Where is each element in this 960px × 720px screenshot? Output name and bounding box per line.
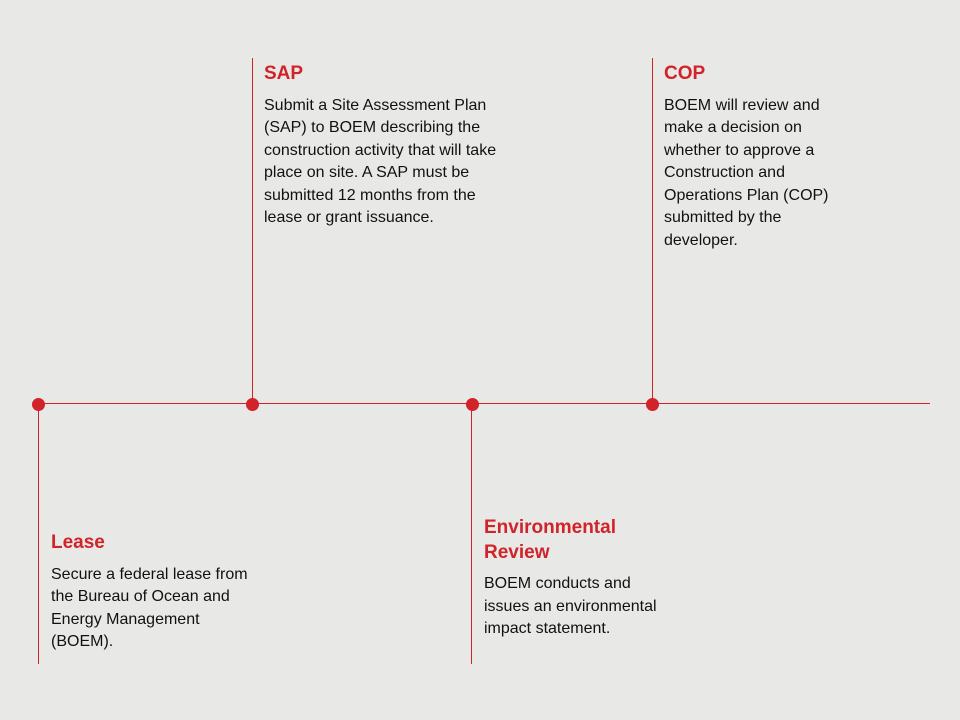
sap-milestone: SAP Submit a Site Assessment Plan (SAP) … <box>264 62 500 230</box>
milestone-description: BOEM conducts and issues an environmenta… <box>484 575 657 638</box>
cop-stem <box>652 58 653 404</box>
environmental-review-marker <box>466 398 479 411</box>
milestone-description: Submit a Site Assessment Plan (SAP) to B… <box>264 96 497 227</box>
timeline-axis <box>38 403 930 404</box>
lease-stem <box>38 404 39 664</box>
milestone-title: SAP <box>264 63 304 84</box>
environmental-review-milestone: Environmental Review BOEM conducts and i… <box>484 516 672 641</box>
environmental-review-stem <box>471 404 472 664</box>
sap-stem <box>252 58 253 404</box>
cop-milestone: COP BOEM will review and make a decision… <box>664 62 854 252</box>
lease-marker <box>32 398 45 411</box>
milestone-title: Environmental Review <box>484 517 616 563</box>
milestone-description: BOEM will review and make a decision on … <box>664 96 829 249</box>
milestone-description: Secure a federal lease from the Bureau o… <box>51 565 248 651</box>
sap-marker <box>246 398 259 411</box>
milestone-title: COP <box>664 63 706 84</box>
cop-marker <box>646 398 659 411</box>
lease-milestone: Lease Secure a federal lease from the Bu… <box>51 531 251 654</box>
milestone-title: Lease <box>51 532 105 553</box>
